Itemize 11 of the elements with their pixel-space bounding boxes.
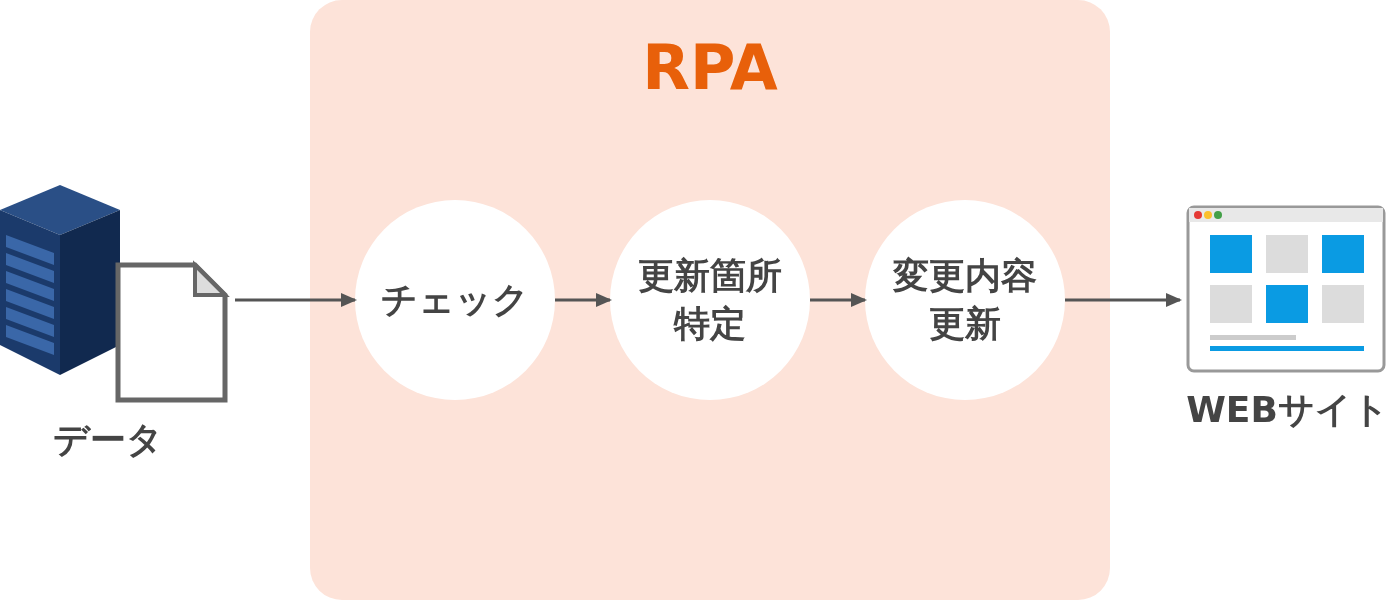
arrow [235, 293, 357, 307]
arrow [555, 293, 612, 307]
node-caption: データ [52, 418, 163, 462]
step-label: 変更内容更新 [892, 254, 1038, 346]
step-label: 更新箇所特定 [637, 254, 783, 346]
step-label: チェック [380, 278, 530, 322]
arrow [1065, 293, 1182, 307]
node-caption: WEBサイト [1186, 388, 1389, 432]
rpa-panel [310, 0, 1110, 600]
arrow [810, 293, 867, 307]
panel-title: RPA [642, 30, 778, 106]
